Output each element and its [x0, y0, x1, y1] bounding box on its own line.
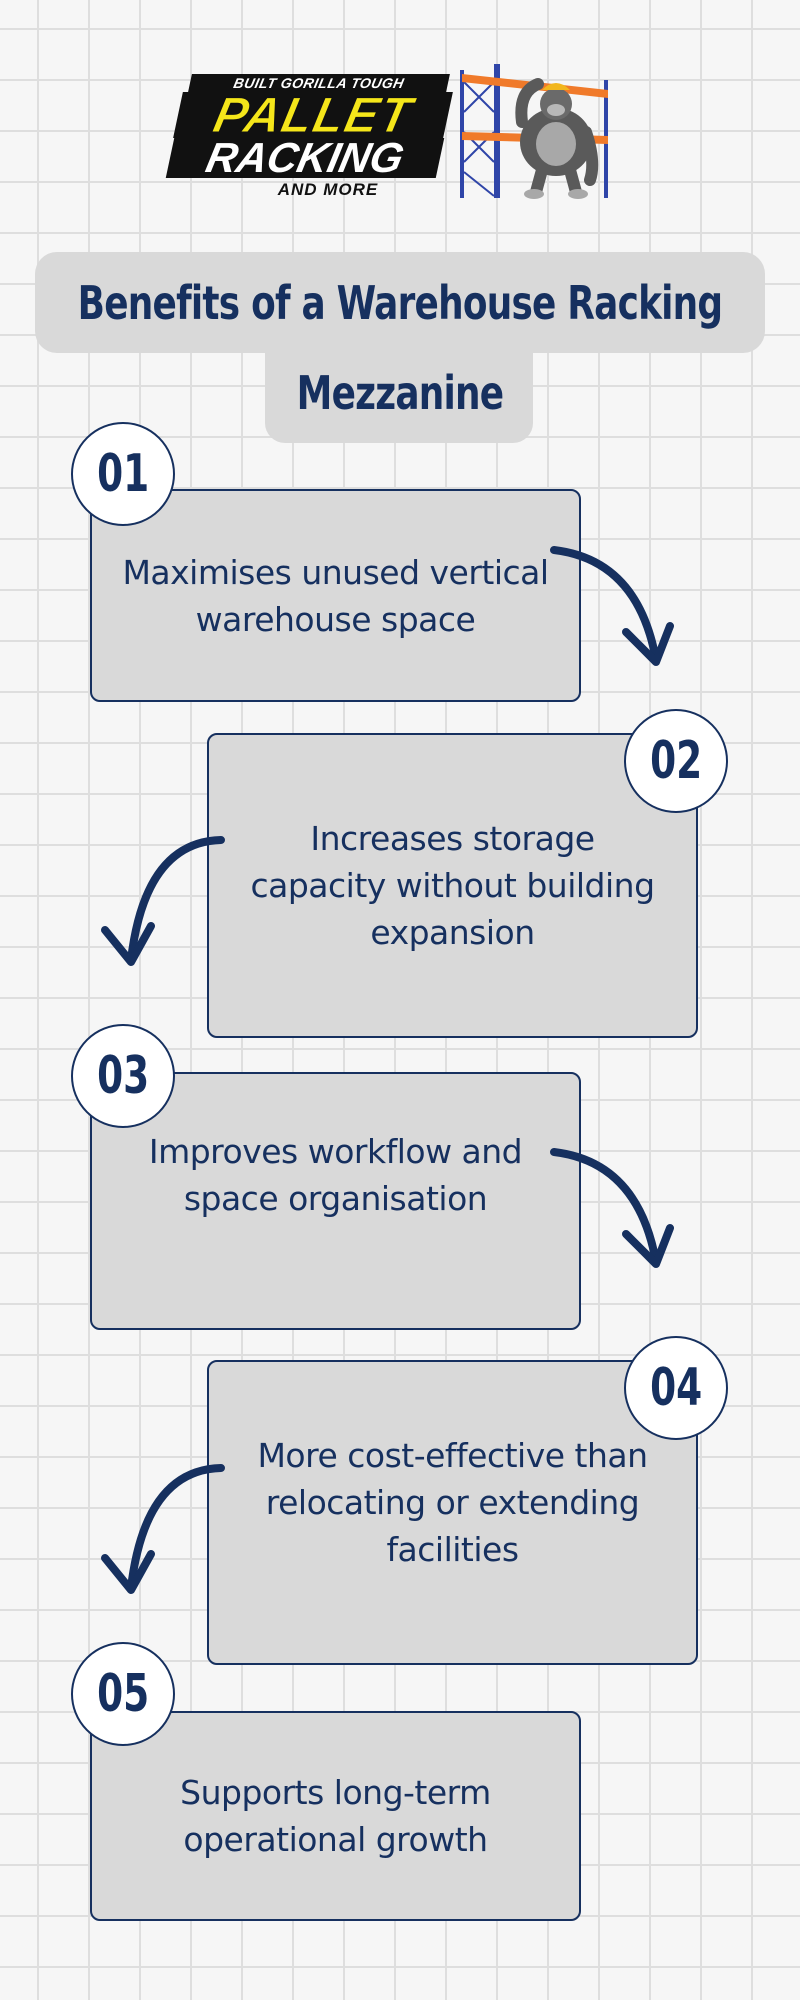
step-number: 05: [96, 1664, 150, 1724]
logo-wordmark: BUILT GORILLA TOUGH PALLET RACKING AND M…: [165, 74, 458, 199]
step-text-line: Supports long-term: [180, 1773, 491, 1812]
step-text-line: More cost-effective than: [257, 1436, 648, 1475]
logo-racking-text: RACKING: [202, 134, 409, 181]
step-number-badge-04: 04: [624, 1336, 728, 1440]
title-banner-tab: [265, 340, 533, 443]
curved-arrow-down-right-icon: [550, 546, 674, 666]
step-text-line: Maximises unused vertical: [122, 552, 549, 592]
step-number-badge-05: 05: [71, 1642, 175, 1746]
step-number-badge-02: 02: [624, 709, 728, 813]
step-text-line: expansion: [370, 913, 535, 952]
logo-pallet-band: PALLET: [173, 87, 453, 144]
step-text-01: Maximises unused vertical warehouse spac…: [122, 549, 549, 643]
step-text-04: More cost-effective than relocating or e…: [257, 1432, 648, 1573]
step-card-05: Supports long-term operational growth: [90, 1711, 581, 1921]
title-banner: [35, 252, 765, 353]
step-number: 04: [649, 1358, 703, 1418]
step-text-line: capacity without building: [250, 866, 655, 905]
step-text-03: Improves workflow and space organisation: [148, 1128, 523, 1222]
step-text-line: warehouse space: [195, 599, 476, 639]
curved-arrow-down-right-icon: [550, 1148, 674, 1268]
step-number-badge-01: 01: [71, 422, 175, 526]
step-text-line: Increases storage: [310, 819, 595, 858]
step-text-line: facilities: [386, 1530, 519, 1569]
step-number: 02: [649, 731, 703, 791]
step-number: 01: [96, 444, 150, 504]
step-card-01: Maximises unused vertical warehouse spac…: [90, 489, 581, 702]
page-title-line-1: Benefits of a Warehouse Racking: [77, 276, 723, 330]
step-text-line: space organisation: [183, 1179, 488, 1218]
logo-pallet-text: PALLET: [208, 87, 418, 144]
step-number-badge-03: 03: [71, 1024, 175, 1128]
step-text-line: Improves workflow and: [148, 1132, 523, 1171]
page-title-line-2: Mezzanine: [296, 366, 505, 420]
step-text-line: operational growth: [183, 1820, 488, 1859]
step-number: 03: [96, 1046, 150, 1106]
step-card-03: Improves workflow and space organisation: [90, 1072, 581, 1330]
curved-arrow-down-left-icon: [101, 1464, 225, 1594]
logo-racking-band: RACKING: [165, 134, 445, 181]
gorilla-on-pallet-rack-icon: [460, 64, 608, 199]
brand-logo: BUILT GORILLA TOUGH PALLET RACKING AND M…: [165, 62, 613, 202]
logo-and-more: AND MORE: [277, 180, 379, 199]
step-text-05: Supports long-term operational growth: [180, 1769, 491, 1863]
step-text-02: Increases storage capacity without build…: [250, 815, 655, 956]
step-card-04: More cost-effective than relocating or e…: [207, 1360, 698, 1665]
step-card-02: Increases storage capacity without build…: [207, 733, 698, 1038]
step-text-line: relocating or extending: [265, 1483, 640, 1522]
curved-arrow-down-left-icon: [101, 836, 225, 966]
